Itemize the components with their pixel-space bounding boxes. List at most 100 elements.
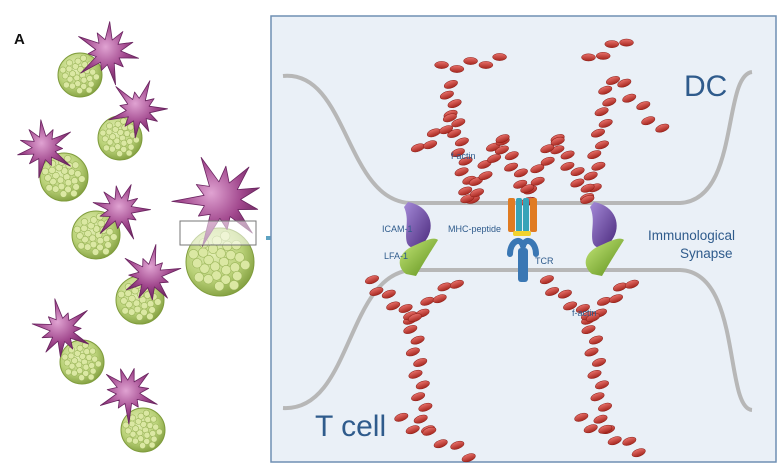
actin-monomer [581, 53, 596, 62]
actin-monomer [590, 392, 605, 402]
dendritic-cell [124, 244, 182, 301]
t-cell [59, 339, 105, 385]
actin-monomer [463, 57, 478, 65]
actin-monomer [593, 414, 608, 424]
actin-monomer [449, 279, 464, 289]
actin-monomer [583, 171, 598, 181]
actin-monomer [432, 294, 447, 304]
mhc-peptide-label: MHC-peptide [448, 224, 501, 234]
actin-monomer [586, 313, 600, 322]
lfa-molecule [399, 238, 438, 276]
actin-monomer [458, 156, 473, 166]
actin-monomer [557, 289, 572, 299]
actin-monomer [550, 136, 565, 146]
actin-monomer [494, 145, 509, 155]
actin-monomer [447, 99, 462, 108]
actin-monomer [641, 116, 656, 126]
actin-monomer [398, 304, 413, 313]
actin-monomer [415, 380, 430, 390]
actin-monomer [575, 304, 590, 313]
icam-lfa-pair-right [585, 202, 624, 276]
actin-monomer [405, 347, 420, 357]
t-cell [97, 115, 143, 161]
actin-monomer [574, 412, 589, 422]
tcell-label: T cell [315, 410, 386, 443]
actin-monomer [560, 162, 575, 171]
actin-monomer [450, 148, 465, 157]
f-actin-label-bottom: f-actin [572, 308, 597, 318]
actin-monomer [434, 61, 449, 69]
actin-monomer [442, 113, 457, 123]
actin-monomer [495, 134, 510, 143]
actin-monomer [598, 402, 612, 412]
actin-monomer [439, 90, 454, 100]
dendritic-cell [31, 298, 89, 358]
actin-monomer [617, 78, 632, 88]
actin-monomer [439, 125, 454, 135]
actin-monomer [394, 412, 409, 422]
actin-monomer [405, 425, 420, 435]
actin-monomer [450, 440, 465, 450]
actin-monomer [607, 436, 622, 446]
actin-monomer [602, 97, 617, 107]
actin-monomer [418, 402, 433, 412]
actin-monomer [622, 93, 637, 103]
actin-monomer [520, 184, 535, 194]
actin-monomer [530, 176, 545, 186]
dendritic-cell [92, 184, 152, 240]
actin-monomer [636, 101, 651, 110]
lfa-molecule [585, 238, 624, 276]
actin-monomer [530, 164, 545, 174]
actin-monomer [591, 128, 605, 138]
actin-monomer [433, 439, 448, 449]
actin-monomer [478, 171, 493, 180]
t-cell [120, 407, 166, 453]
actin-monomer [451, 118, 466, 128]
actin-monomer [598, 424, 613, 434]
actin-monomer [540, 144, 555, 154]
synapse-label-line1: Immunological [648, 228, 735, 243]
icam-molecule [404, 202, 431, 248]
actin-monomer [513, 168, 528, 178]
icam-label: ICAM-1 [382, 224, 413, 234]
panel-b-frame [270, 15, 777, 463]
f-actin-label-top: f-actin [451, 151, 476, 161]
actin-monomer [581, 325, 596, 334]
actin-monomer [570, 167, 585, 176]
icam-molecule [590, 202, 617, 248]
actin-monomer [631, 448, 646, 458]
actin-monomer [478, 61, 494, 69]
dendritic-cell [108, 80, 168, 139]
actin-monomer [598, 119, 613, 128]
actin-monomer [587, 150, 602, 159]
actin-monomer [461, 453, 476, 463]
actin-monomer [589, 335, 603, 345]
dendritic-cell [17, 119, 71, 179]
actin-monomer [422, 426, 437, 436]
actin-monomer [443, 80, 458, 89]
actin-monomer [454, 167, 469, 177]
actin-monomer [487, 154, 502, 163]
dendritic-cell [100, 368, 158, 425]
icam-lfa-pair-left [399, 202, 438, 276]
tcr-label: TCR [535, 256, 554, 266]
f-actin-filaments [365, 38, 670, 463]
actin-monomer [369, 287, 384, 296]
actin-monomer [540, 156, 555, 166]
actin-monomer [580, 195, 595, 204]
actin-monomer [584, 347, 599, 357]
actin-monomer [413, 358, 428, 367]
mhc-peptide-complex [508, 198, 537, 236]
actin-monomer [539, 275, 554, 285]
dendritic-cell [78, 21, 140, 86]
actin-monomer [408, 369, 423, 379]
actin-monomer [449, 65, 465, 73]
actin-monomer [592, 358, 606, 367]
cell-clusters [17, 21, 260, 453]
actin-monomer [470, 188, 484, 198]
zoom-inset-box [179, 220, 257, 246]
dendritic-cell [171, 156, 260, 247]
actin-monomer [655, 123, 670, 133]
actin-monomer [598, 85, 613, 95]
